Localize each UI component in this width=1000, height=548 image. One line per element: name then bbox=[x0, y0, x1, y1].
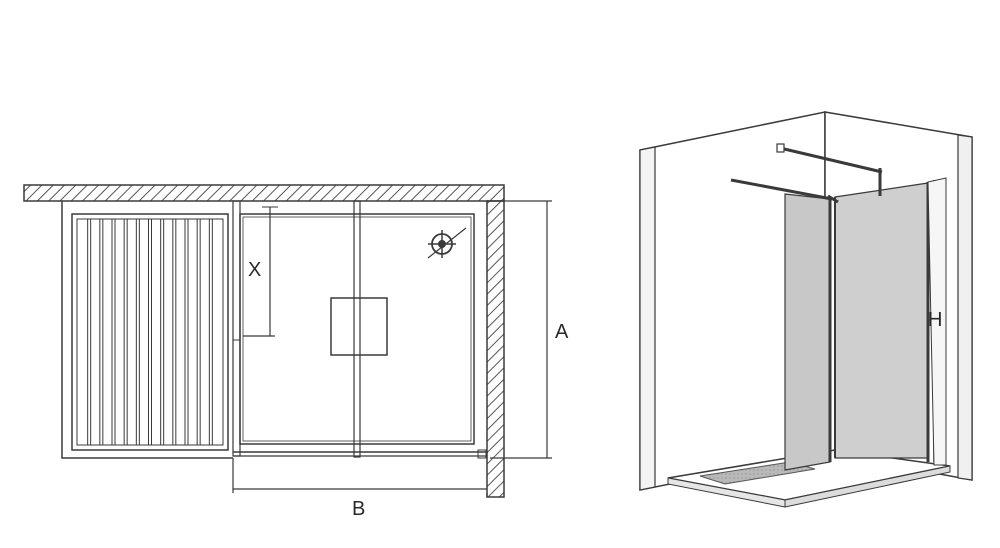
plan-view: X A B bbox=[23, 184, 569, 520]
right-wall bbox=[486, 200, 505, 498]
glass-panel-front bbox=[784, 193, 831, 471]
dimension-a: A bbox=[490, 200, 569, 459]
drain-square bbox=[330, 297, 388, 356]
room-outline bbox=[61, 201, 233, 459]
shower-enclosure bbox=[232, 200, 487, 459]
label-b: B bbox=[352, 498, 365, 520]
label-a: A bbox=[555, 321, 569, 343]
glass-panel-side bbox=[834, 182, 929, 459]
top-wall bbox=[23, 184, 505, 202]
perspective-view: H bbox=[639, 111, 973, 508]
label-h: H bbox=[928, 309, 942, 331]
dimension-x: X bbox=[243, 206, 278, 337]
slatted-tray bbox=[71, 213, 229, 451]
label-x: X bbox=[248, 259, 261, 281]
stabiliser-bar-front bbox=[730, 178, 833, 201]
dimension-b: B bbox=[232, 458, 488, 520]
stabiliser-bar-top bbox=[779, 146, 883, 174]
shower-head-icon bbox=[427, 227, 467, 259]
